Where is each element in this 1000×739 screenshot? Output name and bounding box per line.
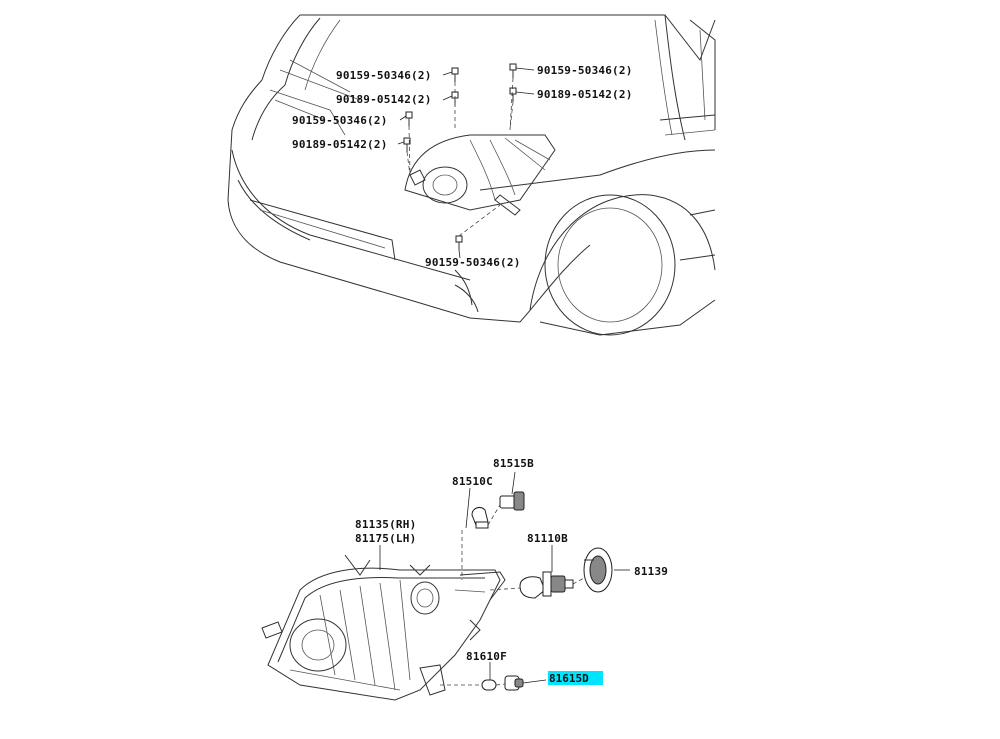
bulb-81610f <box>481 662 497 691</box>
callout-81510c: 81510C <box>452 475 493 488</box>
car-front-illustration <box>227 14 716 336</box>
socket-81515b <box>499 471 525 511</box>
upper-callouts: 90159-50346(2) 90189-05142(2) 90159-5034… <box>292 64 633 269</box>
cap-81139 <box>583 547 630 593</box>
callout-upper-1: 90159-50346(2) <box>336 69 432 82</box>
screw-icon <box>509 63 517 78</box>
callout-81175-lh: 81175(LH) <box>355 532 416 545</box>
bulb-81510c <box>471 507 489 529</box>
screw-icon <box>509 87 517 102</box>
callout-upper-3: 90159-50346(2) <box>292 114 388 127</box>
callout-81610f: 81610F <box>466 650 507 663</box>
callout-upper-2: 90189-05142(2) <box>336 93 432 106</box>
callout-upper-6: 90189-05142(2) <box>537 88 633 101</box>
screw-icon <box>403 137 411 152</box>
callout-81135-rh: 81135(RH) <box>355 518 416 531</box>
headlamp-assembly-illustration <box>261 554 506 701</box>
callout-upper-5: 90159-50346(2) <box>537 64 633 77</box>
callout-upper-4: 90189-05142(2) <box>292 138 388 151</box>
screw-icon <box>405 111 413 126</box>
screw-icon <box>451 67 459 82</box>
highlight-81615d <box>548 671 603 685</box>
callout-81515b: 81515B <box>493 457 534 470</box>
upper-leader-lines <box>397 67 535 259</box>
callout-81139: 81139 <box>634 565 668 578</box>
callout-upper-7: 90159-50346(2) <box>425 256 521 269</box>
screw-icon <box>455 235 463 250</box>
lower-guide-lines <box>379 487 585 686</box>
socket-81615d <box>504 675 547 691</box>
callout-81615d[interactable]: 81615D <box>549 672 589 685</box>
callout-81110b: 81110B <box>527 532 568 545</box>
lower-callouts: 81515B 81510C 81135(RH) 81175(LH) 81110B… <box>355 457 668 685</box>
bulb-81110b <box>519 545 574 599</box>
